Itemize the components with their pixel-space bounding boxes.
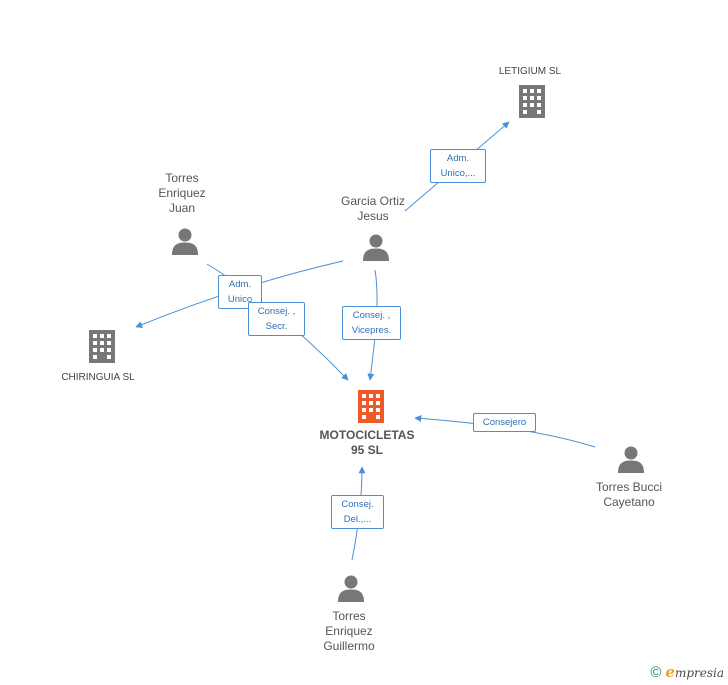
node-label-letigium[interactable]: LETIGIUM SL xyxy=(498,66,562,77)
empresia-footer[interactable]: ©empresia xyxy=(650,663,724,681)
node-label-motocicletas[interactable]: MOTOCICLETAS 95 SL xyxy=(319,428,415,457)
building-icon xyxy=(87,330,117,368)
edge-label-consejero[interactable]: Consejero xyxy=(473,413,536,432)
person-icon xyxy=(617,445,645,478)
edge-label-consej-secr[interactable]: Consej. , Secr. xyxy=(248,302,305,336)
person-icon xyxy=(171,227,199,260)
node-label-torres-guillermo[interactable]: Torres Enriquez Guillermo xyxy=(323,609,375,653)
building-icon-main xyxy=(356,390,386,428)
person-icon xyxy=(337,574,365,607)
empresia-logo: empresia xyxy=(665,663,724,681)
edge-label-consej-vicepres[interactable]: Consej. , Vicepres. xyxy=(342,306,401,340)
node-label-torres-juan[interactable]: Torres Enriquez Juan xyxy=(158,171,206,215)
node-label-torres-cayetano[interactable]: Torres Bucci Cayetano xyxy=(595,480,663,509)
node-label-garcia[interactable]: Garcia Ortiz Jesus xyxy=(340,194,406,223)
node-label-chiringuia[interactable]: CHIRINGUIA SL xyxy=(61,372,135,383)
edge-label-consej-del[interactable]: Consej. Del.,... xyxy=(331,495,384,529)
copyright-symbol: © xyxy=(650,664,662,681)
person-icon xyxy=(362,233,390,266)
edge-label-adm-unico-letigium[interactable]: Adm. Unico,... xyxy=(430,149,486,183)
building-icon xyxy=(517,85,547,123)
